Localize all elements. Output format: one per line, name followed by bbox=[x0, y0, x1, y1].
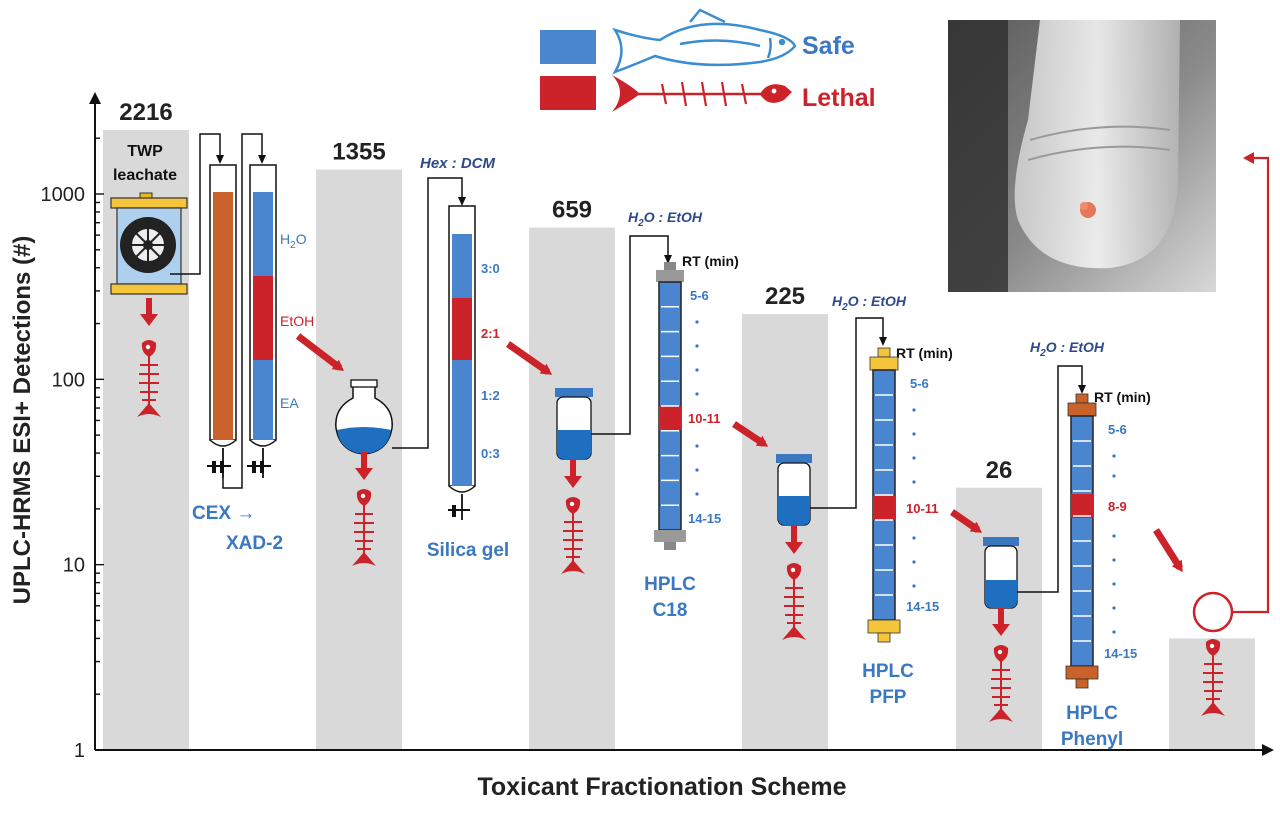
vial-icon-3 bbox=[983, 537, 1019, 609]
c18-stage: H2O : EtOH RT (min) 5-6 10-11 14-15 HPLC… bbox=[555, 209, 769, 621]
silica-frac-1: 3:0 bbox=[481, 261, 500, 276]
pfp-stage: H2O : EtOH RT (min) 5-6 10-11 14-15 HPLC… bbox=[776, 293, 983, 708]
phenyl-solvent-label: H2O : EtOH bbox=[1030, 339, 1105, 359]
bar-3 bbox=[529, 227, 615, 750]
bar-2 bbox=[316, 169, 402, 751]
phenyl-fraction-dots bbox=[1112, 454, 1116, 634]
phenyl-frac-active: 8-9 bbox=[1108, 499, 1127, 514]
c18-rt-label: RT (min) bbox=[682, 253, 739, 269]
pfp-label-line2: PFP bbox=[870, 687, 907, 708]
silica-label: Silica gel bbox=[427, 540, 509, 561]
cex-column-icon bbox=[207, 164, 237, 478]
live-fish-icon bbox=[612, 8, 797, 75]
twp-label-line2: leachate bbox=[113, 167, 177, 184]
c18-label-line2: C18 bbox=[653, 600, 688, 621]
value-labels: 22161355659225264 bbox=[119, 99, 1219, 625]
pfp-rt-label: RT (min) bbox=[896, 345, 953, 361]
hex-dcm-label: Hex : DCM bbox=[420, 155, 496, 172]
pfp-frac-last: 14-15 bbox=[906, 599, 939, 614]
y-axis-arrowhead bbox=[89, 92, 101, 104]
legend-safe-label: Safe bbox=[802, 32, 855, 60]
cex-label-line1: CEX → bbox=[192, 503, 255, 524]
y-tick-label: 100 bbox=[52, 369, 85, 391]
xad-column-icon bbox=[247, 164, 277, 478]
pfp-fraction-dots bbox=[912, 408, 916, 588]
cex-label-line2: XAD-2 bbox=[226, 533, 283, 554]
final-count-circle bbox=[1192, 591, 1234, 633]
vial-icon-1 bbox=[555, 388, 593, 460]
xad-h2o-label: H2O bbox=[280, 231, 307, 251]
twp-label-line1: TWP bbox=[127, 143, 163, 160]
c18-label-line1: HPLC bbox=[644, 574, 696, 595]
silica-frac-4: 0:3 bbox=[481, 446, 500, 461]
legend-safe-swatch bbox=[540, 30, 596, 64]
test-tube-photo bbox=[948, 20, 1216, 292]
c18-frac-active: 10-11 bbox=[688, 411, 721, 426]
legend: Safe Lethal bbox=[540, 8, 876, 112]
phenyl-frac-first: 5-6 bbox=[1108, 422, 1127, 437]
vial-icon-2 bbox=[776, 454, 812, 526]
silica-column-icon bbox=[448, 205, 476, 520]
c18-fraction-dots bbox=[695, 320, 699, 496]
legend-lethal-swatch bbox=[540, 76, 596, 110]
pfp-column-icon bbox=[867, 347, 901, 643]
silica-frac-3: 1:2 bbox=[481, 388, 500, 403]
phenyl-column-icon bbox=[1065, 393, 1099, 689]
x-axis-arrowhead bbox=[1262, 744, 1274, 756]
x-axis-label: Toxicant Fractionation Scheme bbox=[477, 773, 846, 801]
c18-column-icon bbox=[654, 262, 686, 550]
y-axis-label: UPLC-HRMS ESI+ Detections (#) bbox=[9, 236, 36, 605]
legend-lethal-label: Lethal bbox=[802, 84, 876, 112]
c18-frac-first: 5-6 bbox=[690, 288, 709, 303]
bar-value-label-5: 26 bbox=[986, 457, 1013, 484]
phenyl-stage: H2O : EtOH RT (min) 5-6 8-9 14-15 HPLC P… bbox=[983, 339, 1183, 750]
axes: 1 10 100 1000 bbox=[41, 92, 1274, 762]
leachate-vessel-icon bbox=[110, 192, 188, 295]
phenyl-rt-label: RT (min) bbox=[1094, 389, 1151, 405]
xad-etoh-label: EtOH bbox=[280, 313, 314, 329]
silica-stage: Hex : DCM 3:0 2:1 1:2 0:3 Silica gel bbox=[335, 155, 553, 567]
pfp-frac-first: 5-6 bbox=[910, 376, 929, 391]
bar-value-label-3: 659 bbox=[552, 197, 592, 224]
pfp-label-line1: HPLC bbox=[862, 661, 914, 682]
pfp-solvent-label: H2O : EtOH bbox=[832, 293, 907, 313]
y-tick-label: 1 bbox=[74, 740, 85, 762]
bar-value-label-4: 225 bbox=[765, 283, 805, 310]
dead-fish-icon bbox=[612, 75, 792, 112]
y-tick-label: 1000 bbox=[41, 184, 86, 206]
phenyl-label-line2: Phenyl bbox=[1061, 729, 1123, 750]
phenyl-label-line1: HPLC bbox=[1066, 703, 1118, 724]
bar-value-label-2: 1355 bbox=[332, 139, 385, 166]
phenyl-frac-last: 14-15 bbox=[1104, 646, 1137, 661]
final-stage bbox=[1192, 152, 1270, 717]
bar-4 bbox=[742, 314, 828, 750]
xad-ea-label: EA bbox=[280, 395, 299, 411]
bar-value-label-1: 2216 bbox=[119, 99, 172, 126]
return-arrow-line bbox=[1232, 152, 1270, 614]
cex-xad-stage: H2O EtOH EA CEX → XAD-2 bbox=[192, 133, 344, 554]
y-tick-label: 10 bbox=[63, 555, 85, 577]
c18-solvent-label: H2O : EtOH bbox=[628, 209, 703, 229]
pfp-frac-active: 10-11 bbox=[906, 501, 939, 516]
c18-frac-last: 14-15 bbox=[688, 511, 721, 526]
silica-frac-2: 2:1 bbox=[481, 326, 500, 341]
twp-leachate-stage: TWP leachate bbox=[110, 133, 224, 418]
